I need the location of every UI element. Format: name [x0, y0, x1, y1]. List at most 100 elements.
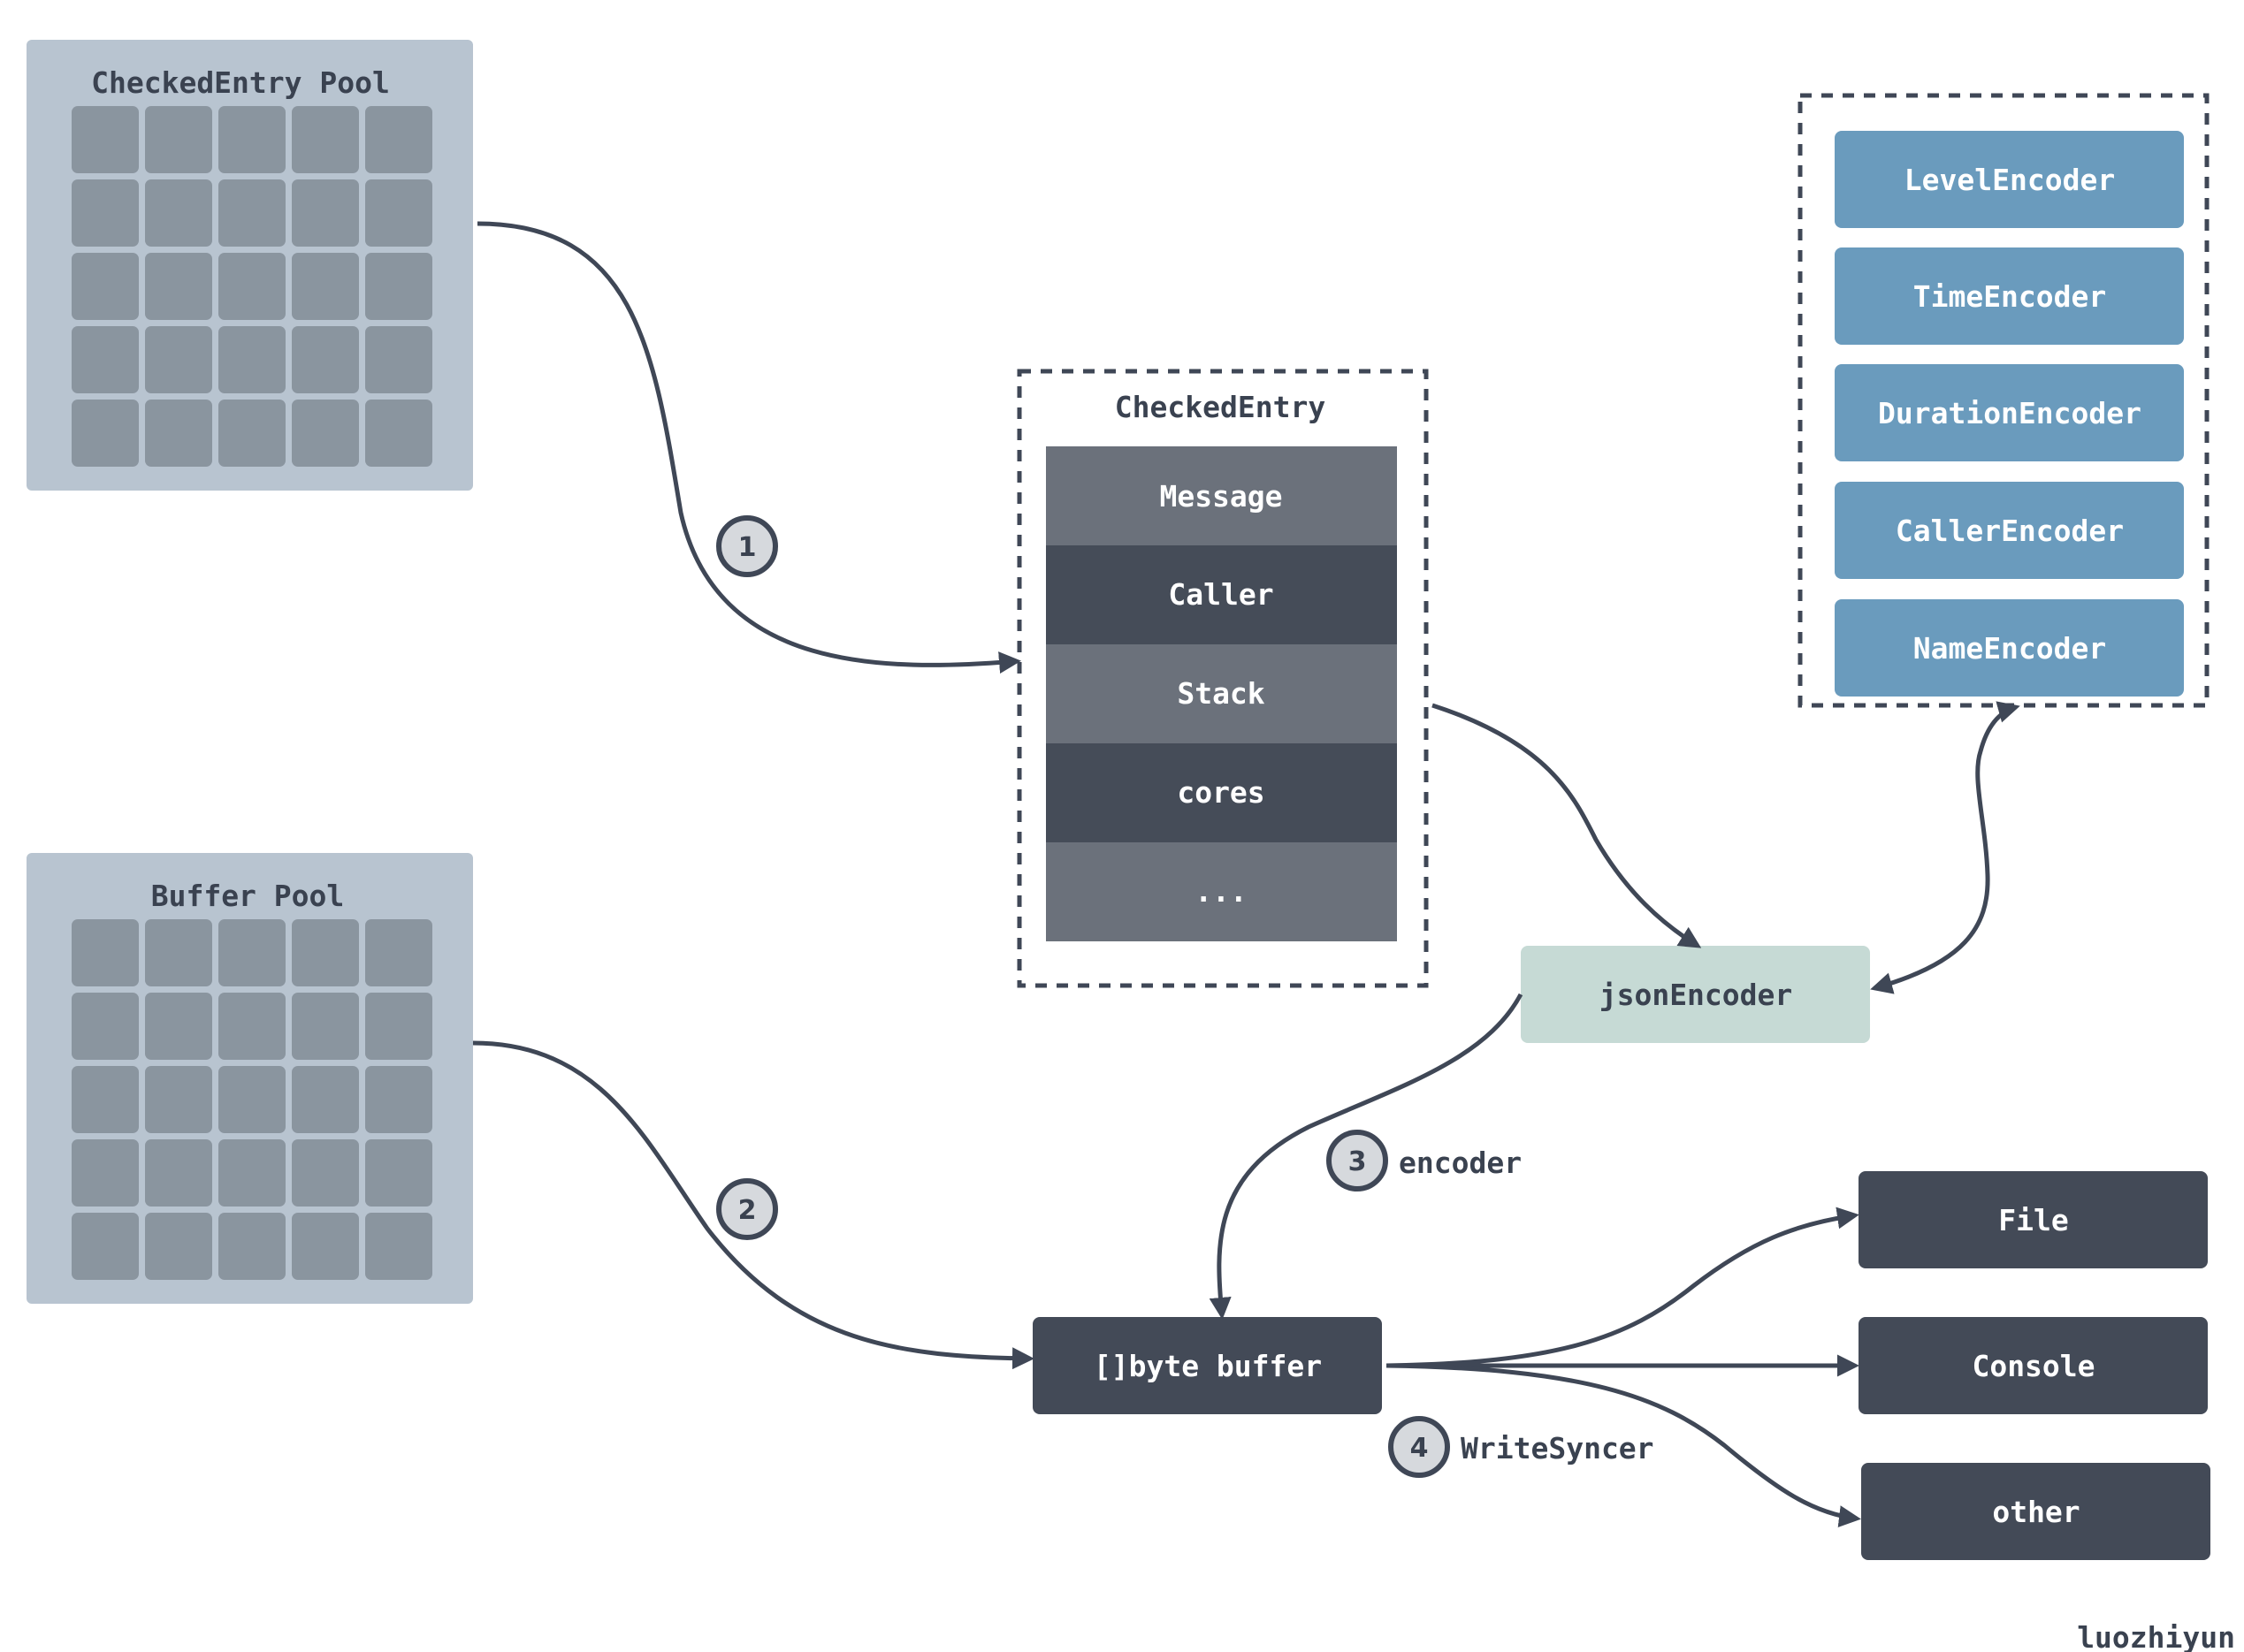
buffer-pool-cell	[365, 1066, 432, 1133]
checked-entry-field-more: ...	[1046, 842, 1397, 941]
svg-text:DurationEncoder: DurationEncoder	[1878, 396, 2141, 430]
checked-entry-title: CheckedEntry	[1115, 390, 1325, 424]
checkedentry-pool-cell	[365, 179, 432, 247]
buffer-pool-cell	[365, 919, 432, 986]
buffer-pool-cell	[145, 919, 212, 986]
buffer-pool-grid	[72, 919, 432, 1280]
buffer-pool-title: Buffer Pool	[151, 879, 345, 913]
checkedentry-pool-cell	[218, 326, 286, 393]
buffer-pool-cell	[72, 993, 139, 1060]
buffer-pool-cell	[218, 1139, 286, 1207]
buffer-pool-cell	[72, 1066, 139, 1133]
checkedentry-pool-cell	[72, 326, 139, 393]
checked-entry-field-caller: Caller	[1046, 545, 1397, 644]
checkedentry-pool-cell	[72, 106, 139, 173]
svg-text:...: ...	[1195, 874, 1248, 909]
svg-text:other: other	[1992, 1495, 2080, 1529]
byte-buffer-label: []byte buffer	[1094, 1349, 1322, 1383]
step-1-marker: 1	[716, 515, 778, 577]
buffer-pool-cell	[72, 1213, 139, 1280]
svg-text:4: 4	[1410, 1433, 1429, 1464]
step-4-marker: 4	[1388, 1416, 1450, 1478]
checkedentry-pool-cell	[292, 326, 359, 393]
checkedentry-pool-cell	[365, 400, 432, 467]
checked-entry-field-message: Message	[1046, 446, 1397, 545]
checked-entry-field-stack: Stack	[1046, 644, 1397, 743]
checkedentry-pool-cell	[292, 179, 359, 247]
buffer-pool: Buffer Pool	[27, 853, 473, 1304]
edge-encoders-json-encoder	[1870, 701, 2020, 994]
checked-entry-field-cores: cores	[1046, 743, 1397, 842]
output-console: Console	[1859, 1317, 2208, 1414]
checkedentry-pool-cell	[292, 106, 359, 173]
edge-byte-buffer-to-file	[1385, 1207, 1859, 1368]
checkedentry-pool-cell	[292, 253, 359, 320]
checkedentry-pool-cell	[72, 179, 139, 247]
buffer-pool-cell	[218, 1066, 286, 1133]
buffer-pool-cell	[292, 993, 359, 1060]
checkedentry-pool-cell	[365, 253, 432, 320]
buffer-pool-cell	[365, 993, 432, 1060]
edge-checked-entry-to-json-encoder	[1431, 703, 1702, 948]
checkedentry-pool-cell	[218, 253, 286, 320]
svg-text:Caller: Caller	[1168, 577, 1273, 612]
buffer-pool-cell	[72, 1139, 139, 1207]
buffer-pool-cell	[145, 1139, 212, 1207]
svg-text:Message: Message	[1159, 479, 1282, 514]
buffer-pool-cell	[72, 919, 139, 986]
checkedentry-pool-cell	[145, 179, 212, 247]
checkedentry-pool: CheckedEntry Pool	[27, 40, 473, 491]
step-3-label: encoder	[1399, 1146, 1522, 1180]
level-encoder: LevelEncoder	[1835, 131, 2184, 228]
svg-text:cores: cores	[1177, 775, 1264, 810]
step-3-marker: 3	[1326, 1130, 1388, 1191]
checked-entry: CheckedEntry Message Caller Stack cores …	[1017, 369, 1429, 988]
svg-text:LevelEncoder: LevelEncoder	[1904, 163, 2115, 197]
output-file: File	[1859, 1171, 2208, 1268]
svg-text:NameEncoder: NameEncoder	[1913, 631, 2107, 666]
buffer-pool-cell	[218, 1213, 286, 1280]
checkedentry-pool-cell	[145, 106, 212, 173]
buffer-pool-cell	[145, 1066, 212, 1133]
checkedentry-pool-cell	[145, 253, 212, 320]
checkedentry-pool-grid	[72, 106, 432, 467]
checkedentry-pool-cell	[292, 400, 359, 467]
step-2-marker: 2	[716, 1178, 778, 1240]
time-encoder: TimeEncoder	[1835, 247, 2184, 345]
step-4-label: WriteSyncer	[1461, 1431, 1654, 1465]
buffer-pool-cell	[292, 919, 359, 986]
duration-encoder: DurationEncoder	[1835, 364, 2184, 461]
checkedentry-pool-cell	[218, 179, 286, 247]
buffer-pool-cell	[292, 1213, 359, 1280]
edge-byte-buffer-to-other	[1385, 1363, 1861, 1528]
json-encoder-box: jsonEncoder	[1521, 946, 1870, 1043]
buffer-pool-cell	[365, 1213, 432, 1280]
checkedentry-pool-cell	[72, 253, 139, 320]
caller-encoder: CallerEncoder	[1835, 482, 2184, 579]
buffer-pool-cell	[218, 993, 286, 1060]
checkedentry-pool-cell	[218, 106, 286, 173]
svg-text:TimeEncoder: TimeEncoder	[1913, 279, 2107, 314]
svg-text:CallerEncoder: CallerEncoder	[1896, 514, 2124, 548]
checkedentry-pool-cell	[218, 400, 286, 467]
name-encoder: NameEncoder	[1835, 599, 2184, 697]
checkedentry-pool-title: CheckedEntry Pool	[91, 65, 390, 100]
svg-text:3: 3	[1348, 1146, 1367, 1177]
checkedentry-pool-cell	[365, 106, 432, 173]
buffer-pool-cell	[218, 919, 286, 986]
buffer-pool-cell	[365, 1139, 432, 1207]
checkedentry-pool-cell	[145, 400, 212, 467]
edge-json-encoder-to-byte-buffer	[1209, 993, 1523, 1320]
checkedentry-pool-cell	[365, 326, 432, 393]
buffer-pool-cell	[145, 1213, 212, 1280]
svg-text:2: 2	[738, 1195, 757, 1226]
output-other: other	[1861, 1463, 2210, 1560]
edge-buffer-pool-to-byte-buffer	[472, 1040, 1034, 1370]
svg-text:Stack: Stack	[1177, 676, 1264, 711]
checkedentry-pool-cell	[145, 326, 212, 393]
svg-text:Console: Console	[1972, 1349, 2095, 1383]
checkedentry-pool-cell	[72, 400, 139, 467]
svg-text:File: File	[1998, 1203, 2068, 1237]
json-encoder-label: jsonEncoder	[1599, 978, 1793, 1012]
buffer-pool-cell	[292, 1139, 359, 1207]
